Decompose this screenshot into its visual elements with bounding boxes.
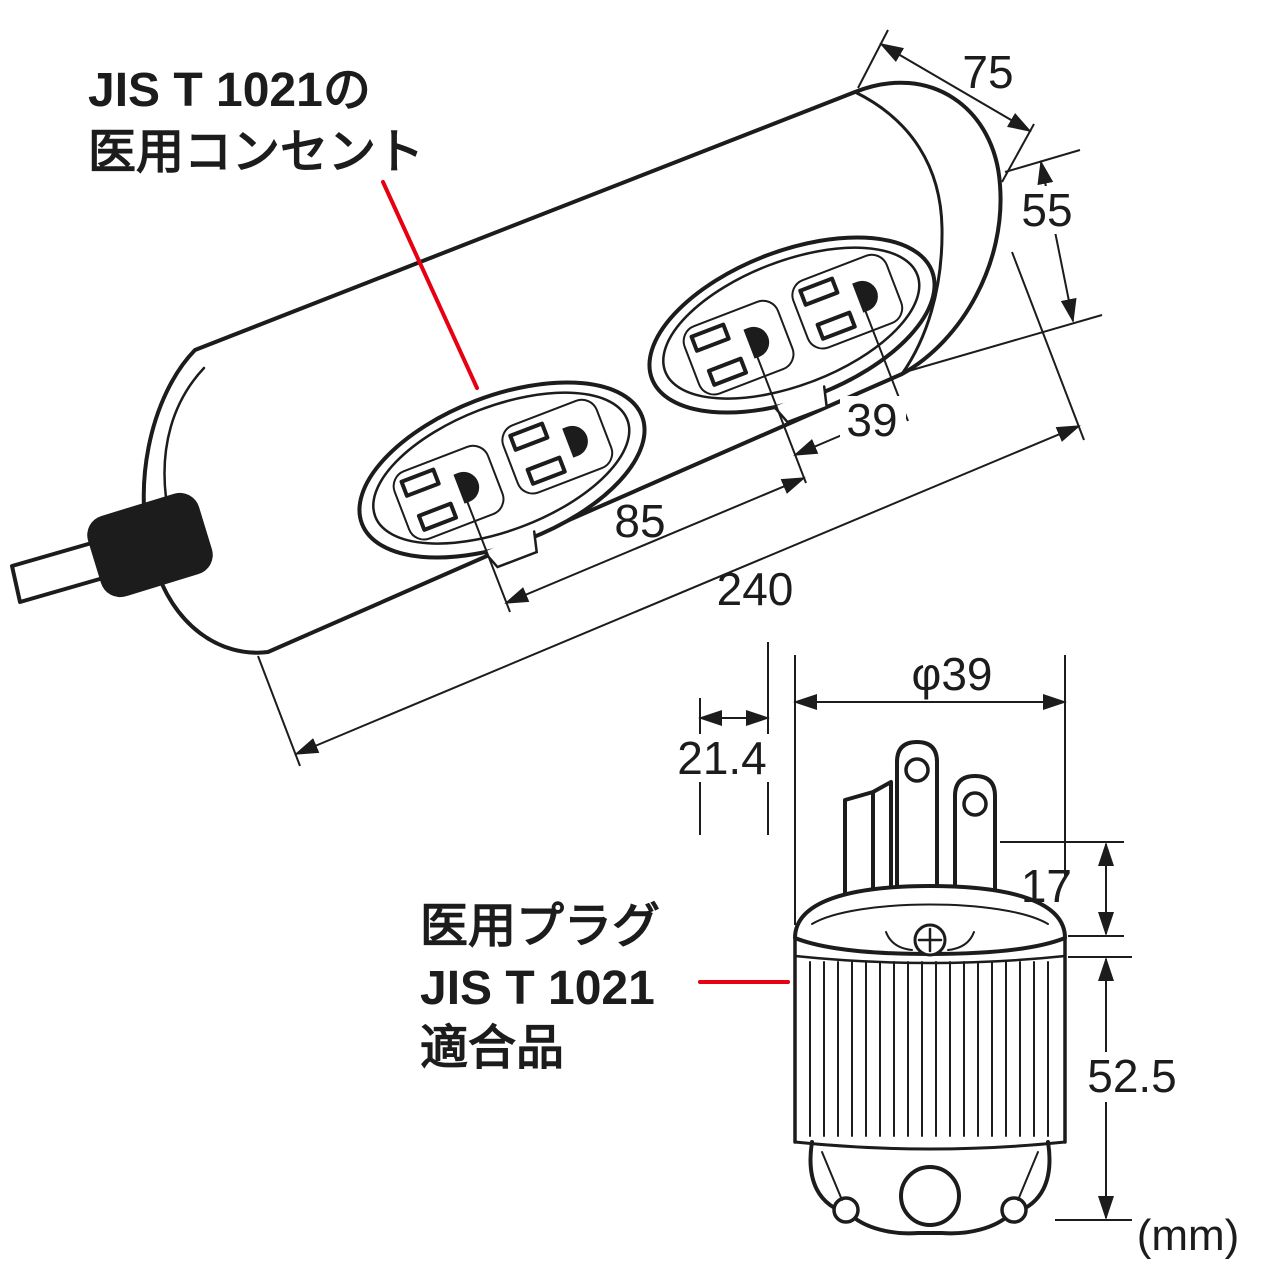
plug-middle-blade (895, 740, 939, 902)
dimension-height-55: 55 (904, 149, 1103, 373)
plug-dome-cap (793, 884, 1067, 956)
plug-middle-blade-hole (904, 757, 930, 783)
units-note: (mm) (1137, 1211, 1240, 1260)
cable-boot (87, 492, 213, 598)
outlet-label-line1: JIS T 1021の (88, 64, 371, 117)
dim-diameter-value: φ39 (912, 648, 993, 700)
dim-depth-value: 75 (962, 46, 1013, 98)
dimension-depth-75: 75 (857, 29, 1035, 183)
plug-drawing (793, 740, 1067, 1236)
plug-label-line3: 適合品 (420, 1022, 564, 1075)
dim-outlet-pitch-value: 39 (846, 394, 897, 446)
plug-body-ribs (809, 961, 1049, 1137)
dimension-diameter-39: φ39 (793, 648, 1067, 925)
cable-entry-hole (899, 1165, 961, 1227)
recess-inner-rim (662, 246, 921, 400)
dimension-body-height-52-5: 52.5 (1055, 956, 1192, 1221)
plug-dome-inner-arc (811, 903, 1049, 925)
dim-body-height-value: 52.5 (1087, 1050, 1177, 1102)
plug-annotation: 医用プラグ JIS T 1021 適合品 (420, 900, 790, 1075)
plug-label-line2: JIS T 1021 (420, 962, 655, 1015)
outlet-annotation: JIS T 1021の 医用コンセント (88, 64, 479, 390)
dim-blade-offset-value: 21.4 (677, 732, 767, 784)
plug-body-bottom-band (793, 1140, 1067, 1151)
plug-right-blade-hole (962, 791, 988, 817)
dim-cap-height-value: 17 (1021, 860, 1072, 912)
clamp-bolt-left (832, 1196, 860, 1224)
dimension-cap-height-17: 17 (1000, 841, 1124, 937)
outlet-label-leader-line (381, 180, 479, 390)
outlet-recess-2 (647, 235, 937, 424)
clamp-bolt-right (1000, 1196, 1028, 1224)
dim-length-value: 240 (717, 563, 794, 615)
outlet-label-line2: 医用コンセント (88, 126, 424, 179)
dimension-length-240: 240 (257, 251, 1085, 767)
plug-body-top-band (793, 954, 1067, 965)
plug-label-line1: 医用プラグ (420, 900, 660, 953)
dim-recess-pitch-value: 85 (614, 495, 665, 547)
dimension-blade-offset-21-4: 21.4 (664, 642, 780, 835)
dim-height-value: 55 (1021, 184, 1072, 236)
